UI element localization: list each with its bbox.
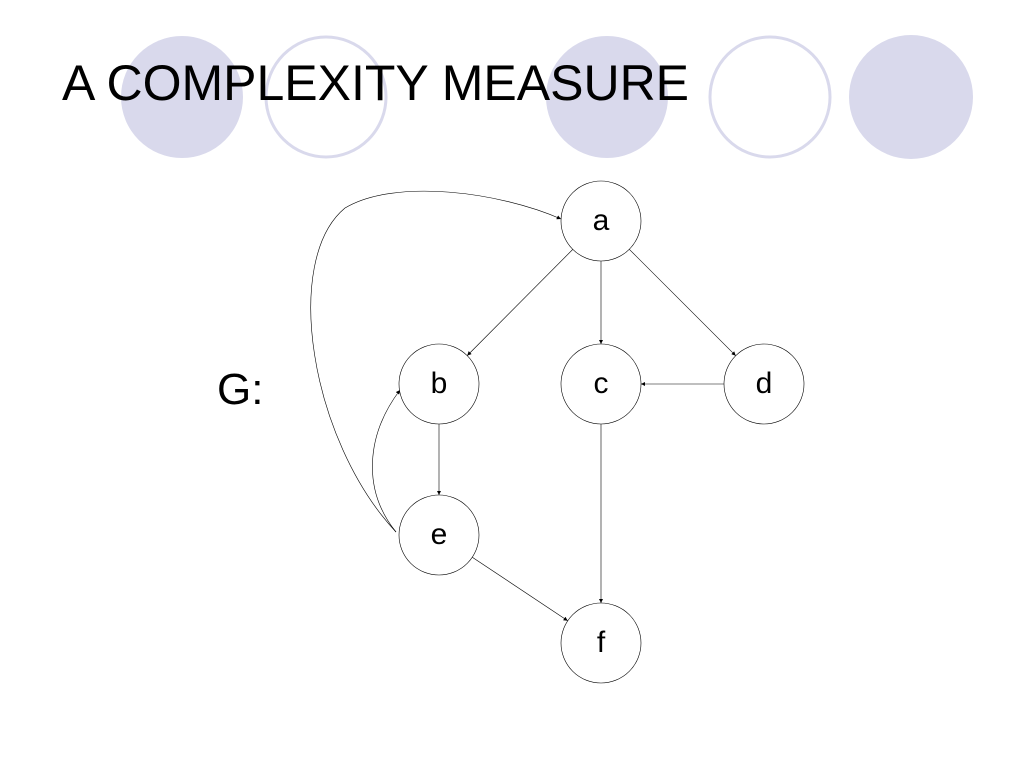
decor-circle-filled-3 [849,35,973,159]
edge-a-b [466,249,574,356]
node-label-a: a [593,204,610,237]
node-e: e [398,494,480,576]
node-f: f [560,602,642,684]
decor-circle-outline-2 [708,35,832,159]
node-label-d: d [756,367,773,400]
edge-e-a [310,190,562,533]
decorative-circles [121,35,973,159]
graph-nodes: a b c d e f [398,180,805,684]
node-circle-f [560,602,642,684]
graph-label: G: [217,365,264,414]
edge-a-d [629,249,736,356]
node-circle-d [723,343,805,425]
node-a: a [560,180,642,262]
node-c: c [560,343,642,425]
node-label-b: b [431,367,448,400]
node-circle-e [398,494,480,576]
edge-e-b [372,389,401,533]
edge-e-f [472,556,568,622]
node-label-f: f [597,626,606,659]
decor-circle-filled-1 [121,36,243,158]
decor-circle-filled-2 [546,36,668,158]
node-label-e: e [431,518,448,551]
node-circle-b [398,343,480,425]
slide-title: A COMPLEXITY MEASURE [62,55,690,111]
node-b: b [398,343,480,425]
graph-edges [310,190,736,622]
decor-circle-outline-1 [264,35,388,159]
node-d: d [723,343,805,425]
node-label-c: c [594,367,609,400]
node-circle-a [560,180,642,262]
node-circle-c [560,343,642,425]
